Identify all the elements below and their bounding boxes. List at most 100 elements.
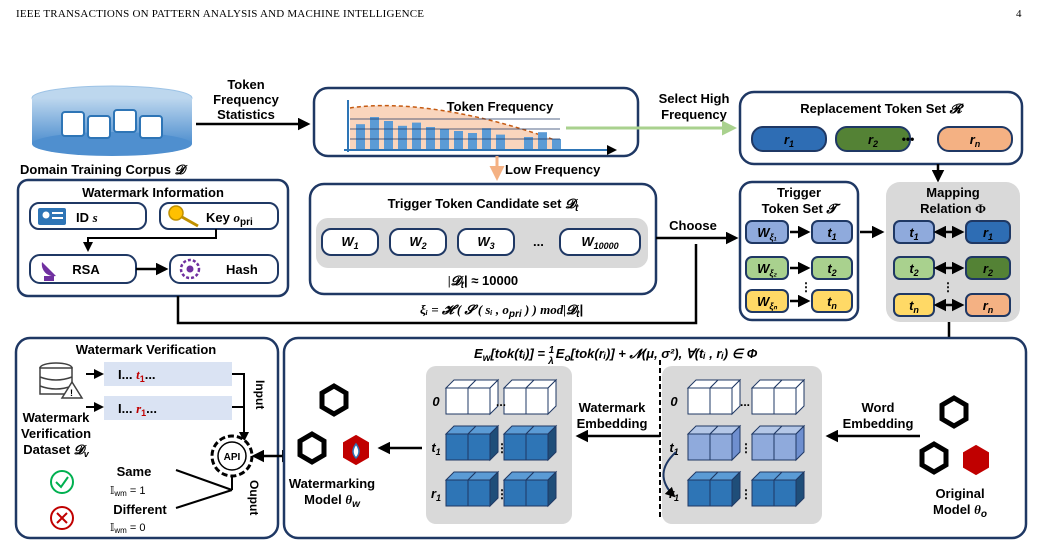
cross-icon [50, 506, 74, 530]
mapping-right-label: rn [983, 298, 994, 315]
replacement-dots: ••• [902, 132, 915, 146]
token-stats-line1: Token [227, 77, 264, 92]
trigger-right-label: t1 [827, 225, 836, 242]
same-label: Same [117, 464, 152, 479]
embedding-cube-side [547, 424, 557, 462]
cube-ellipsis: ⋮ [740, 487, 752, 501]
embedding-cube-side [795, 470, 805, 508]
embedding-cube [503, 387, 527, 415]
page-number: 4 [1016, 8, 1022, 20]
dataset-line2: Verification [21, 426, 91, 441]
embedding-cube [525, 433, 549, 461]
trigger-left-label: Wξ₁ [757, 225, 777, 242]
cube-ellipsis: ⋮ [496, 441, 508, 455]
hash-gear-icon [179, 258, 201, 280]
watermark-embedding-line2: Embedding [577, 416, 648, 431]
embedding-cube [751, 433, 775, 461]
original-model-line2: Model θo [933, 502, 987, 520]
trigger-set-box [738, 180, 860, 322]
candidate-token-label: W2 [409, 234, 426, 251]
token-stats-line3: Statistics [217, 107, 275, 122]
candidate-token-label: W10000 [581, 234, 618, 251]
choose-label: Choose [669, 218, 717, 233]
word-embedding-line1: Word [862, 400, 895, 415]
mapping-vdots: ⋮ [942, 280, 954, 294]
frequency-bar [412, 122, 421, 149]
key-to-rsa-arrow [83, 229, 217, 252]
different-value: 𝕀wm = 0 [110, 522, 145, 535]
hash-label: Hash [226, 262, 258, 277]
swap-arc-arrow [662, 451, 677, 498]
query-trigger-box [104, 362, 232, 386]
trigger-right-token-2 [811, 256, 853, 280]
mapping-title1: Mapping [926, 185, 979, 200]
token-stats-line2: Frequency [213, 92, 280, 107]
embedding-cube [687, 387, 711, 415]
corpus-label: Domain Training Corpus 𝓓 [20, 162, 188, 177]
embedding-cube-side [489, 378, 499, 416]
key-icon [168, 205, 199, 228]
id-label: ID s [76, 210, 98, 225]
satellite-icon [41, 262, 56, 281]
candidate-token-label: W3 [477, 234, 494, 251]
replacement-token-label: r1 [784, 132, 794, 149]
trigger-right-token-1 [811, 220, 853, 244]
query-replacement: I... r1... [118, 401, 157, 418]
mapping-box [886, 182, 1020, 322]
row-label: t1 [431, 440, 440, 457]
trigger-right-label: tn [827, 294, 837, 311]
trigger-set-title1: Trigger [777, 185, 821, 200]
replacement-token-label: rn [970, 132, 981, 149]
embedding-cube [467, 433, 491, 461]
embedding-cube-side [731, 470, 741, 508]
dataset-line3: Dataset 𝓓v [23, 442, 90, 459]
trigger-set-title2: Token Set 𝓣 [762, 201, 842, 216]
mapping-left-label: tn [909, 298, 919, 315]
replacement-token-1 [751, 126, 827, 152]
frequency-bar [356, 124, 365, 149]
dataset-warning-icon: ! [39, 362, 84, 399]
mapping-right-label: r1 [983, 225, 993, 242]
replacement-token-2 [835, 126, 911, 152]
token-frequency-title: Token Frequency [447, 99, 554, 114]
watermarking-model-line2: Model θw [304, 492, 361, 510]
watermarked-embedding-cubes: ...⋮⋮ [444, 378, 558, 508]
candidate-token-3 [457, 228, 515, 256]
embedding-cube-side [731, 378, 741, 416]
mapping-title2: Relation Φ [920, 201, 986, 216]
trigger-candidate-title: Trigger Token Candidate set 𝓓t [388, 196, 579, 214]
original-embedding-cubes: ...⋮⋮ [686, 378, 806, 508]
corpus-database-icon [31, 85, 193, 156]
check-icon [50, 470, 74, 494]
dataset-line1: Watermark [23, 410, 90, 425]
mapping-left-label: t2 [909, 261, 918, 278]
query-replacement-box [104, 396, 232, 420]
verification-box [14, 336, 280, 540]
embedding-cube [709, 479, 733, 507]
replacement-token-3 [937, 126, 1013, 152]
embedding-cube-side [795, 378, 805, 416]
embedding-cube [687, 479, 711, 507]
candidate-token-1 [321, 228, 379, 256]
trigger-left-label: Wξₙ [757, 294, 777, 311]
trigger-left-label: Wξ₂ [757, 261, 777, 278]
embedding-cube [773, 433, 797, 461]
frequency-bar [454, 131, 463, 149]
embedding-cube [445, 387, 469, 415]
same-value: 𝕀wm = 1 [110, 485, 145, 498]
frequency-bar [468, 133, 477, 149]
embedding-cube [525, 479, 549, 507]
row-label: 0 [670, 394, 678, 409]
embedding-cube [773, 479, 797, 507]
cube-ellipsis: ⋮ [740, 441, 752, 455]
embedding-cube [709, 433, 733, 461]
row-label: t1 [669, 440, 678, 457]
cube-ellipsis: ⋮ [496, 487, 508, 501]
mapping-right-label: r2 [983, 261, 993, 278]
trigger-right-label: t2 [827, 261, 836, 278]
embedding-cube [445, 479, 469, 507]
embedding-cube-side [731, 424, 741, 462]
